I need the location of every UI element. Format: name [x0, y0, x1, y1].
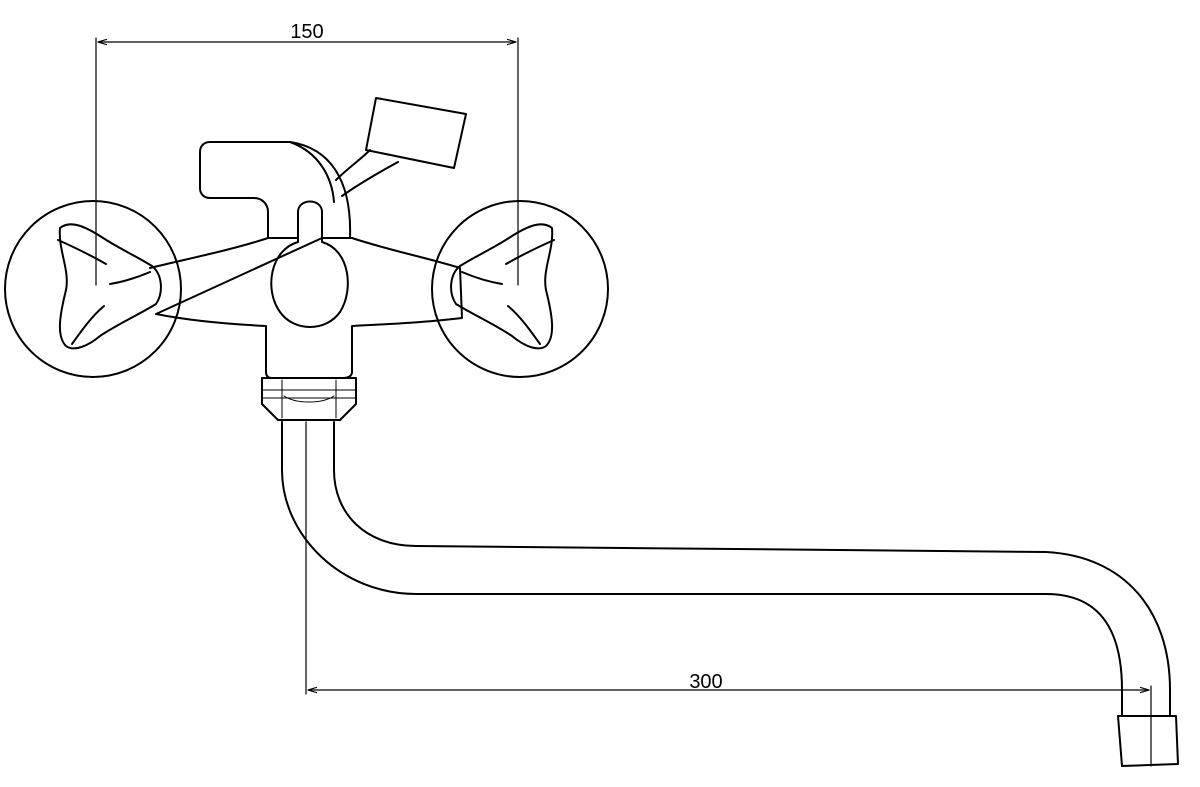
- right-handle: [450, 223, 554, 350]
- swivel-nut-outline: [261, 377, 357, 421]
- shower-outlet-arm: [199, 141, 352, 239]
- dimension-300-label: 300: [689, 671, 722, 693]
- spout-inner-edge: [333, 421, 1171, 717]
- shower-outlet: [199, 97, 467, 239]
- left-handle-facet-top: [57, 239, 107, 265]
- right-handle-facet-right: [461, 271, 503, 285]
- left-wall-flange: [4, 200, 182, 378]
- right-handle-facet-top: [505, 239, 555, 265]
- right-handle-facet-bottom: [507, 305, 541, 345]
- right-valve: [431, 200, 609, 378]
- dimension-300: [305, 421, 1152, 767]
- swivel-nut-chamfer: [283, 395, 335, 403]
- mixer-body: [149, 200, 463, 379]
- shower-outlet-inner-curve: [289, 141, 335, 203]
- spout: [281, 421, 1179, 767]
- left-valve: [4, 200, 182, 378]
- dimension-150-label: 150: [290, 21, 323, 43]
- diverter-keyhole: [270, 200, 349, 328]
- dimension-150: [95, 37, 519, 286]
- spout-aerator: [1117, 715, 1179, 767]
- mixer-body-outline: [149, 237, 463, 379]
- spout-outer-edge: [281, 421, 1123, 717]
- swivel-nut: [261, 377, 357, 421]
- left-handle-facet-bottom: [71, 305, 105, 345]
- shower-hose-connector: [365, 97, 467, 169]
- left-handle-facet-right: [109, 271, 151, 285]
- shower-hose-link: [335, 149, 399, 197]
- right-wall-flange: [431, 200, 609, 378]
- left-handle: [58, 223, 162, 350]
